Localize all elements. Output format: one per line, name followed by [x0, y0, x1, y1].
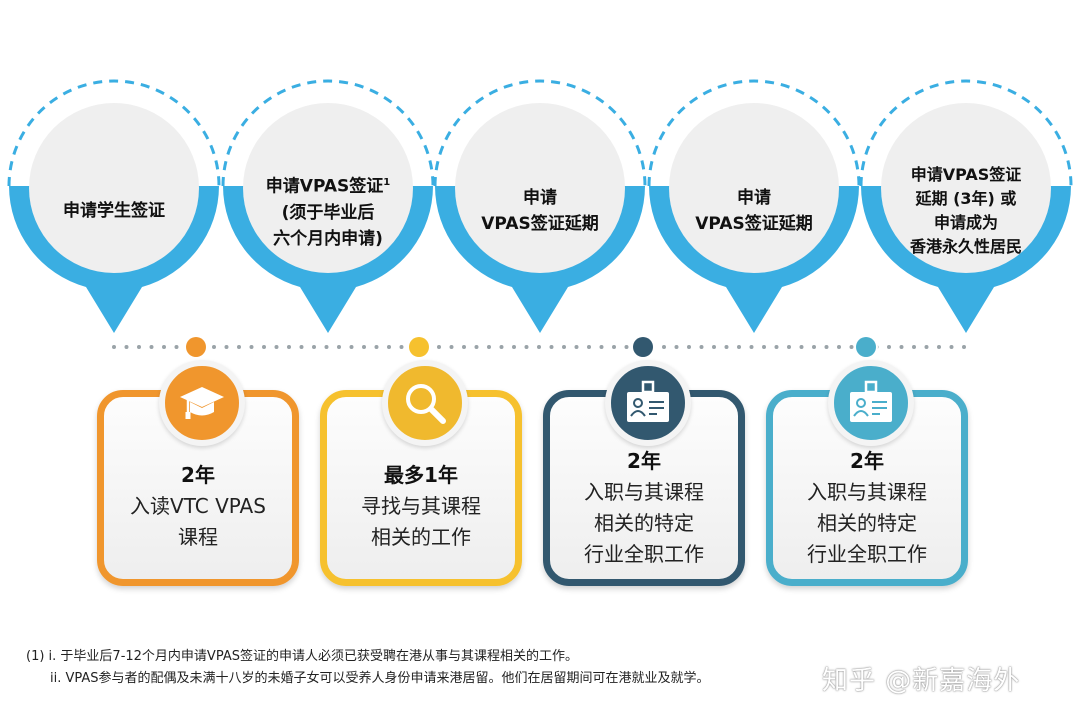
step-label: 申请学生签证	[63, 201, 165, 221]
magnifier-icon	[406, 384, 446, 424]
step-bubble-1: 申请学生签证	[6, 78, 222, 338]
footnote: (1) i. 于毕业后7-12个月内申请VPAS签证的申请人必须已获受聘在港从事…	[26, 646, 710, 690]
icon-badge	[382, 360, 468, 446]
bubble-shape	[7, 79, 221, 333]
id-badge-icon	[850, 380, 892, 422]
card-duration: 2年	[850, 449, 884, 473]
bubble-shape	[221, 79, 435, 333]
card-text: 最多1年 寻找与其课程 相关的工作	[320, 460, 522, 553]
footnote-marker: 1	[383, 177, 391, 189]
step-label: 申请VPAS签证 延期 (3年) 或 申请成为 香港永久性居民	[909, 165, 1022, 256]
step-bubble-2: 申请VPAS签证1 (须于毕业后 六个月内申请)	[220, 78, 436, 338]
footnote-line-2: ii. VPAS参与者的配偶及未满十八岁的未婚子女可以受养人身份申请来港居留。他…	[50, 671, 710, 686]
step-bubble-3: 申请 VPAS签证延期	[432, 78, 648, 338]
timeline-marker-orange	[186, 337, 206, 357]
step-label: 申请VPAS签证1 (须于毕业后 六个月内申请)	[265, 176, 391, 249]
timeline-marker-teal	[856, 337, 876, 357]
card-text: 2年 入职与其课程 相关的特定 行业全职工作	[766, 446, 968, 570]
bubble-shape	[859, 79, 1073, 333]
card-duration: 2年	[181, 463, 215, 487]
card-text: 2年 入读VTC VPAS 课程	[97, 460, 299, 553]
step-label: 申请 VPAS签证延期	[481, 188, 599, 234]
footnote-line-1: (1) i. 于毕业后7-12个月内申请VPAS签证的申请人必须已获受聘在港从事…	[26, 649, 578, 664]
step-bubble-4: 申请 VPAS签证延期	[646, 78, 862, 338]
graduation-cap-icon	[180, 387, 224, 419]
icon-badge	[828, 360, 914, 446]
icon-badge	[159, 360, 245, 446]
bubble-shape	[647, 79, 861, 333]
step-bubble-5: 申请VPAS签证 延期 (3年) 或 申请成为 香港永久性居民	[858, 78, 1074, 338]
step-label: 申请 VPAS签证延期	[695, 188, 813, 234]
card-duration: 2年	[627, 449, 661, 473]
card-text: 2年 入职与其课程 相关的特定 行业全职工作	[543, 446, 745, 570]
id-badge-icon	[627, 380, 669, 422]
timeline-marker-navy	[633, 337, 653, 357]
timeline-dotted-line	[112, 345, 972, 349]
icon-badge	[605, 360, 691, 446]
bubble-shape	[433, 79, 647, 333]
phase-card-3	[543, 390, 745, 586]
card-duration: 最多1年	[384, 463, 458, 487]
watermark: 知乎 @新嘉海外	[822, 666, 1021, 696]
timeline-marker-yellow	[409, 337, 429, 357]
